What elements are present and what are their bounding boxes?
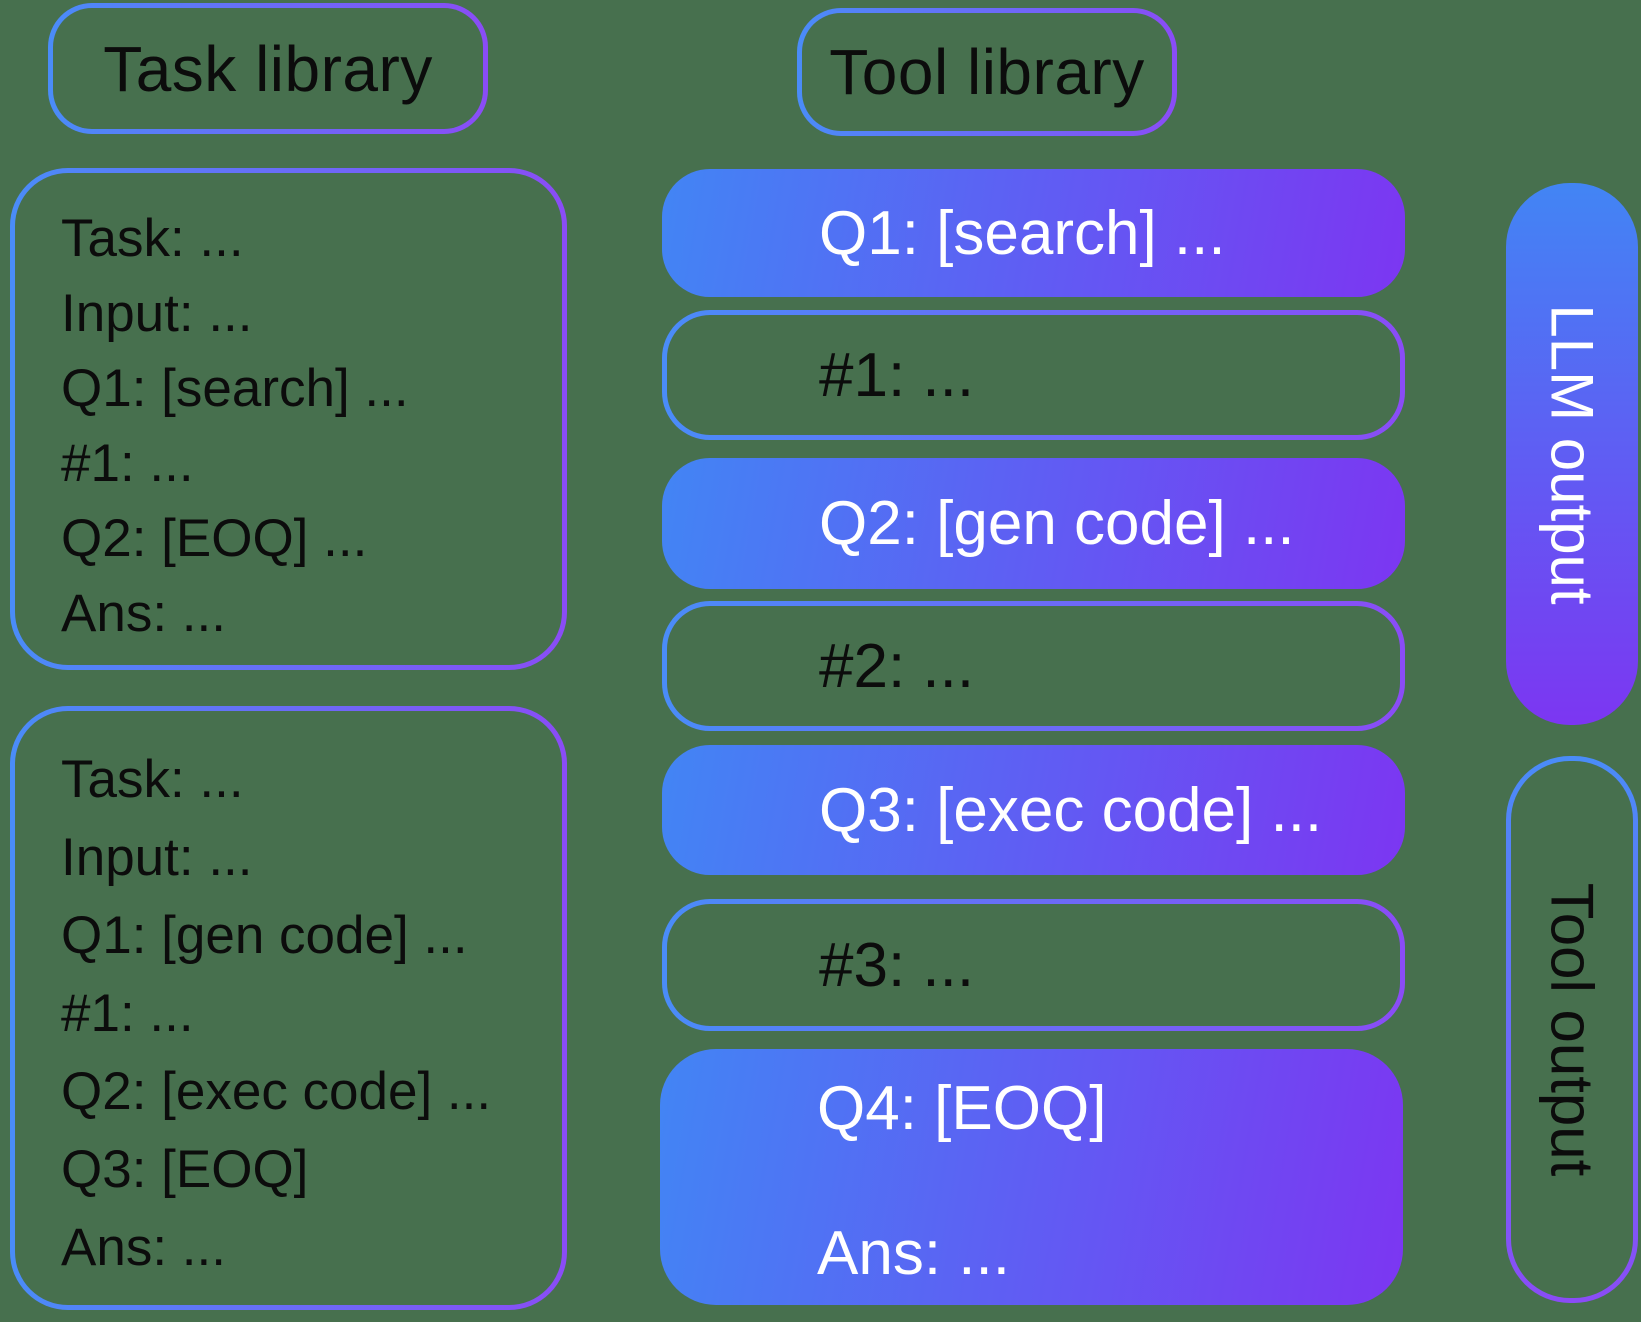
tool-step-answer-label: Ans: ... [817, 1219, 1010, 1288]
tool-step-q2-label: Q2: [gen code] ... [819, 489, 1295, 558]
task-library-header: Task library [48, 3, 488, 134]
tool-step-result-1: #1: ... [662, 310, 1405, 440]
tool-step-result-1-content: #1: ... [667, 315, 1400, 435]
tool-step-q1: Q1: [search] ... [662, 169, 1405, 297]
tool-library-header: Tool library [797, 8, 1177, 136]
task-example-box-2: Task: ... Input: ... Q1: [gen code] ... … [10, 706, 567, 1310]
task-line: #1: ... [61, 984, 194, 1043]
task-example-1-lines: Task: ... Input: ... Q1: [search] ... #1… [15, 173, 562, 651]
llm-output-label: LLM output [1538, 303, 1606, 605]
tool-step-result-3-content: #3: ... [667, 904, 1400, 1026]
task-library-title-label: Task library [103, 32, 433, 105]
tool-step-q3-label: Q3: [exec code] ... [819, 775, 1323, 845]
tool-output-label: Tool output [1538, 882, 1606, 1177]
tool-step-result-3: #3: ... [662, 899, 1405, 1031]
task-line: Q3: [EOQ] [61, 1140, 309, 1199]
task-example-2-lines: Task: ... Input: ... Q1: [gen code] ... … [15, 711, 562, 1287]
task-example-box-1-content: Task: ... Input: ... Q1: [search] ... #1… [15, 173, 562, 665]
task-line: Q2: [EOQ] ... [61, 509, 368, 568]
tool-step-result-3-label: #3: ... [819, 930, 975, 1000]
task-line: Q1: [search] ... [61, 359, 409, 418]
task-line: Input: ... [61, 284, 253, 343]
tool-output-inner [1511, 761, 1633, 1298]
tool-step-q4-label: Q4: [EOQ] [817, 1074, 1107, 1143]
tool-output-box: Tool output [1506, 756, 1638, 1303]
task-line: Task: ... [61, 209, 244, 268]
tool-step-q3: Q3: [exec code] ... [662, 745, 1405, 875]
task-line: #1: ... [61, 434, 194, 493]
tool-library-title-label: Tool library [829, 36, 1145, 108]
llm-output-content: LLM output [1506, 183, 1638, 725]
tool-step-result-2-content: #2: ... [667, 606, 1400, 726]
task-example-box-2-content: Task: ... Input: ... Q1: [gen code] ... … [15, 711, 562, 1305]
task-library-title: Task library [53, 8, 483, 129]
tool-step-q1-label: Q1: [search] ... [819, 198, 1226, 268]
task-line: Q1: [gen code] ... [61, 906, 468, 965]
tool-library-title: Tool library [802, 13, 1172, 131]
tool-step-q2: Q2: [gen code] ... [662, 458, 1405, 589]
task-line: Input: ... [61, 828, 253, 887]
tool-step-result-2: #2: ... [662, 601, 1405, 731]
task-line: Q2: [exec code] ... [61, 1062, 492, 1121]
task-line: Ans: ... [61, 1218, 226, 1277]
tool-output-content: Tool output [1511, 761, 1633, 1298]
task-line: Ans: ... [61, 584, 226, 643]
task-example-box-1: Task: ... Input: ... Q1: [search] ... #1… [10, 168, 567, 670]
tool-step-q4-answer: Q4: [EOQ] Ans: ... [660, 1049, 1403, 1305]
tool-step-result-1-label: #1: ... [819, 340, 975, 410]
llm-output-box: LLM output [1506, 183, 1638, 725]
task-line: Task: ... [61, 750, 244, 809]
tool-step-result-2-label: #2: ... [819, 631, 975, 701]
